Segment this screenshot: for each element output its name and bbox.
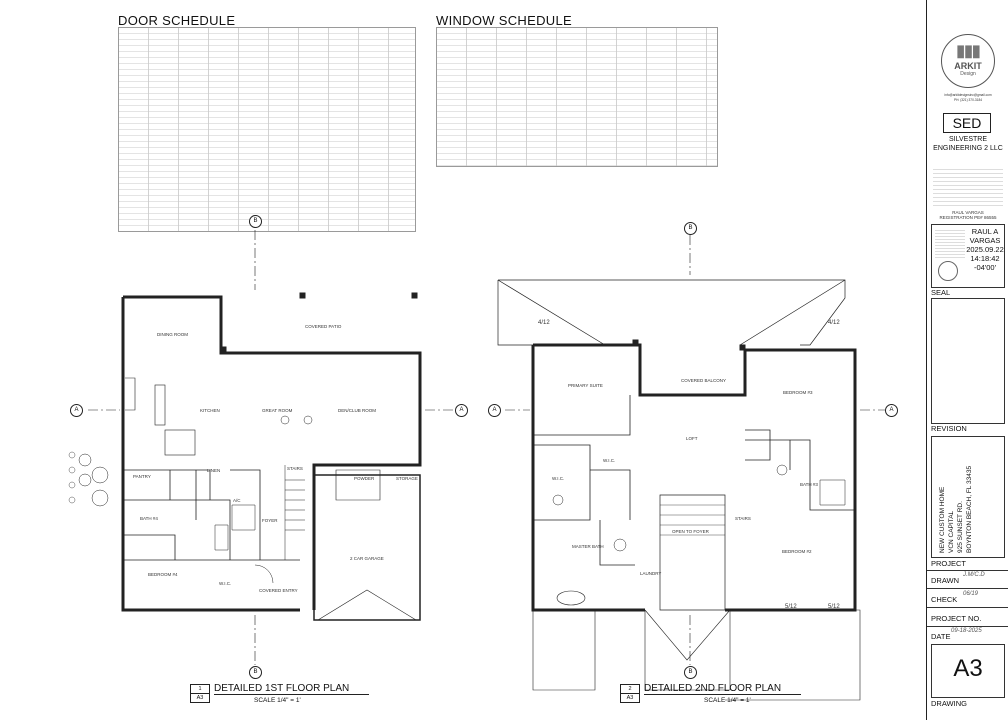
- svg-text:COVERED BALCONY: COVERED BALCONY: [681, 378, 726, 383]
- sheet-number: A3: [953, 655, 983, 682]
- sheet-number-box: A3: [931, 644, 1005, 698]
- plan-tag-number: 1: [198, 686, 202, 692]
- svg-text:COVERED PATIO: COVERED PATIO: [305, 324, 342, 329]
- svg-text:5/12: 5/12: [785, 604, 797, 610]
- project-line: 925 SUNSET RD.: [957, 501, 964, 553]
- svg-text:BATH #3: BATH #3: [800, 482, 818, 487]
- svg-text:LINEN: LINEN: [207, 468, 220, 473]
- grid-marker-a-left-2: A: [488, 404, 501, 417]
- door-schedule-title: DOOR SCHEDULE: [118, 13, 236, 28]
- plan-tag-number: 2: [628, 686, 632, 692]
- svg-text:LAUNDRY: LAUNDRY: [640, 571, 661, 576]
- svg-text:GREAT ROOM: GREAT ROOM: [262, 408, 293, 413]
- svg-text:4/12: 4/12: [828, 320, 840, 326]
- plan-scale-2: SCALE 1/4" = 1': [704, 697, 751, 704]
- door-schedule-table: [118, 27, 416, 232]
- seal-box: RAUL A VARGAS 2025.09.22 14:18:42 -04'00…: [931, 224, 1005, 288]
- grid-marker-b-bottom-2: B: [684, 666, 697, 679]
- arkit-logo: ▮▮▮ ARKIT Design: [941, 34, 995, 88]
- contact-email: info@arkitdesignsinc@gmail.com: [944, 93, 992, 97]
- second-floor-plan: [497, 235, 885, 701]
- check-label: CHECK: [931, 595, 958, 604]
- pe-seal-icon: [938, 261, 958, 281]
- grid-marker-b-top-2: B: [684, 222, 697, 235]
- logo-mark-icon: ▮▮▮: [956, 43, 980, 60]
- svg-text:DEN/CLUB ROOM: DEN/CLUB ROOM: [338, 408, 376, 413]
- digital-signature: RAUL A VARGAS 2025.09.22 14:18:42 -04'00…: [966, 227, 1004, 272]
- project-address: NEW CUSTOM HOME VCN CAPITAL 925 SUNSET R…: [938, 443, 1000, 553]
- project-line: VCN CAPITAL: [948, 510, 955, 553]
- plan-tag-sheet: A3: [621, 693, 639, 702]
- svg-text:POWDER: POWDER: [354, 476, 375, 481]
- svg-text:FOYER: FOYER: [262, 518, 278, 523]
- grid-marker-b-top-1: B: [249, 215, 262, 228]
- signature-note: [935, 228, 965, 258]
- project-line: BOYNTON BEACH, FL 33435: [966, 465, 973, 553]
- svg-text:5/12: 5/12: [828, 604, 840, 610]
- drawing-label: DRAWING: [931, 699, 967, 708]
- seal-label: SEAL: [931, 288, 951, 297]
- revision-label: REVISION: [931, 424, 967, 433]
- date-label: DATE: [931, 632, 951, 641]
- plan-tag-sheet: A3: [191, 693, 209, 702]
- svg-text:STAIRS: STAIRS: [735, 516, 751, 521]
- check-value: 06/19: [963, 591, 979, 597]
- svg-text:LOFT: LOFT: [686, 436, 698, 441]
- plan-scale-1: SCALE 1/4" = 1': [254, 697, 301, 704]
- svg-text:OPEN TO FOYER: OPEN TO FOYER: [672, 529, 710, 534]
- svg-text:BEDROOM #4: BEDROOM #4: [148, 572, 178, 577]
- svg-text:4/12: 4/12: [538, 320, 550, 326]
- svg-text:PRIMARY SUITE: PRIMARY SUITE: [568, 383, 603, 388]
- svg-text:STORAGE: STORAGE: [396, 476, 418, 481]
- grid-marker-a-right-2: A: [885, 404, 898, 417]
- contact-phone: PH: (321) 370-3184: [954, 98, 982, 102]
- title-block: ▮▮▮ ARKIT Design info@arkitdesignsinc@gm…: [926, 0, 1008, 720]
- svg-text:PANTRY: PANTRY: [133, 474, 151, 479]
- date-value: 09-18-2025: [951, 628, 982, 634]
- firm-mark: SED: [943, 113, 991, 133]
- grid-marker-a-left-1: A: [70, 404, 83, 417]
- drawn-value: J.M/C.D: [963, 572, 985, 578]
- plan-tag-2: 2 A3: [620, 684, 640, 703]
- svg-text:W.I.C.: W.I.C.: [552, 476, 564, 481]
- svg-text:A/C: A/C: [233, 498, 241, 503]
- svg-text:W.I.C.: W.I.C.: [219, 581, 231, 586]
- first-floor-plan: [68, 230, 455, 665]
- svg-text:DINING ROOM: DINING ROOM: [157, 332, 188, 337]
- revision-box: [931, 298, 1005, 424]
- plan-title-1: DETAILED 1ST FLOOR PLAN: [214, 683, 370, 695]
- svg-text:BATH #4: BATH #4: [140, 516, 158, 521]
- grid-marker-b-bottom-1: B: [249, 666, 262, 679]
- floor-plans-drawing: DINING ROOM COVERED PATIO KITCHEN GREAT …: [68, 230, 885, 701]
- drawn-label: DRAWN: [931, 576, 960, 585]
- plan-title-2: DETAILED 2ND FLOOR PLAN: [644, 683, 802, 695]
- plan-tag-1: 1 A3: [190, 684, 210, 703]
- svg-text:STAIRS: STAIRS: [287, 466, 303, 471]
- window-schedule-title: WINDOW SCHEDULE: [436, 13, 572, 28]
- grid-marker-a-right-1: A: [455, 404, 468, 417]
- svg-text:BEDROOM #3: BEDROOM #3: [783, 390, 813, 395]
- svg-text:2 CAR GARAGE: 2 CAR GARAGE: [350, 556, 384, 561]
- svg-text:COVERED ENTRY: COVERED ENTRY: [259, 588, 298, 593]
- engineer-name: RAUL VARGAS: [952, 210, 984, 215]
- project-box: NEW CUSTOM HOME VCN CAPITAL 925 SUNSET R…: [931, 436, 1005, 558]
- firm-name: SILVESTRE ENGINEERING 2 LLC: [933, 136, 1003, 152]
- project-line: NEW CUSTOM HOME: [939, 486, 946, 553]
- window-schedule-table: [436, 27, 718, 167]
- svg-text:W.I.C.: W.I.C.: [603, 458, 615, 463]
- svg-text:KITCHEN: KITCHEN: [200, 408, 220, 413]
- engineer-registration: REGISTRATION PE# 86555: [939, 215, 997, 220]
- logo-text: ARKIT: [954, 61, 982, 71]
- project-no-label: PROJECT NO.: [931, 614, 982, 623]
- svg-text:MASTER BATH: MASTER BATH: [572, 544, 604, 549]
- logo-subtext: Design: [960, 71, 976, 77]
- project-label: PROJECT: [931, 559, 967, 568]
- svg-text:BEDROOM #2: BEDROOM #2: [782, 549, 812, 554]
- engineer-fine-print: [933, 166, 1003, 208]
